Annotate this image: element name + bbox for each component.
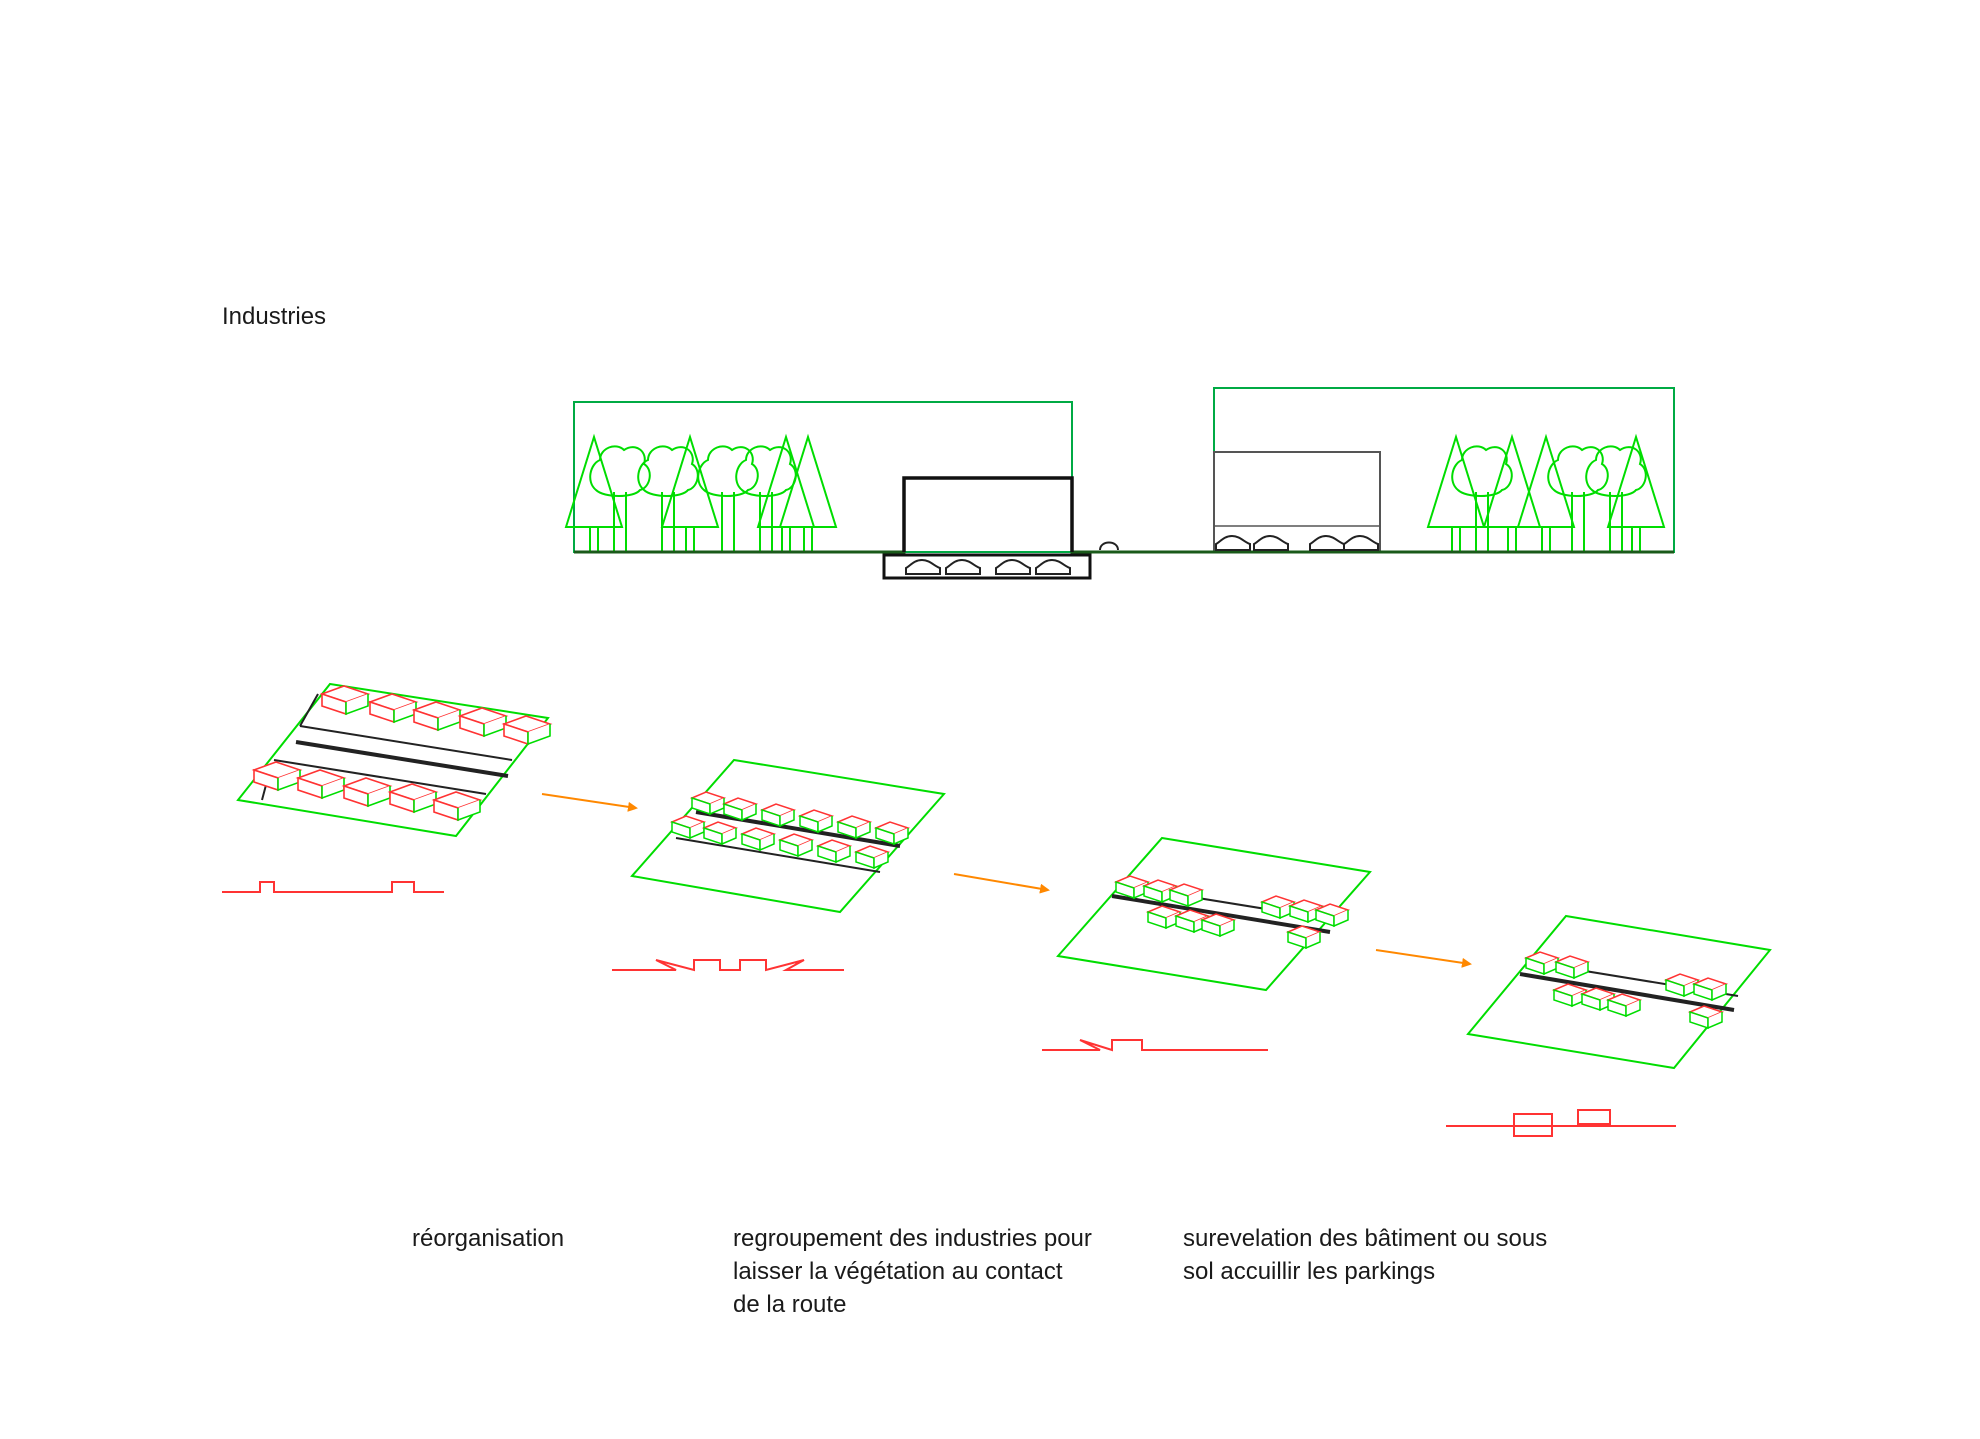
caption-reorganisation: réorganisation (412, 1225, 565, 1252)
building-right (1213, 451, 1381, 552)
underground-parking (882, 553, 1092, 580)
page-title: Industries (222, 303, 327, 330)
caption-surevelation: surevelation des bâtiment ou sous sol ac… (1183, 1225, 1548, 1285)
arrow-3 (1375, 949, 1472, 968)
profile-1 (222, 881, 444, 893)
stage-3-plan (1056, 836, 1372, 992)
arrow-2 (953, 873, 1050, 894)
stage-1-plan (236, 682, 551, 838)
profile-4 (1446, 1109, 1676, 1137)
building-raised (902, 476, 1074, 552)
stage-2-plan (630, 758, 946, 914)
stage-4-plan (1466, 914, 1772, 1070)
arrow-1 (541, 793, 638, 812)
section-view (565, 387, 1675, 580)
caption-regroupement: regroupement des industries pour laisser… (733, 1225, 1092, 1318)
profile-2 (612, 959, 844, 972)
profile-3 (1042, 1039, 1268, 1052)
